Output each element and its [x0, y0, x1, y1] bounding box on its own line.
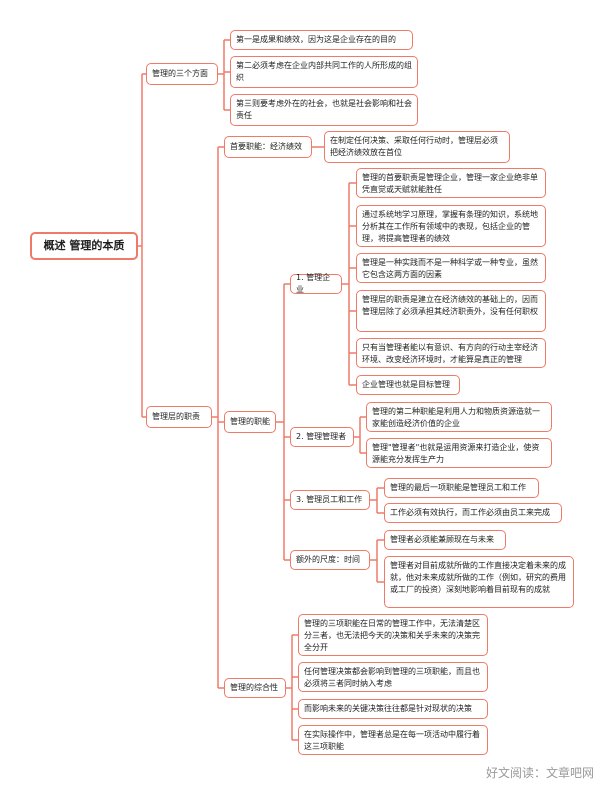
manage-business-item: 只有当管理者能以有意识、有方向的行动主宰经济环境、改变经济环境时，才能算是真正的… [356, 338, 546, 368]
primary-function-node: 首要职能：经济绩效 [224, 136, 312, 158]
time-item: 管理者对目前成就所做的工作直接决定着未来的成就，他对未来成就所做的工作（例如，研… [384, 556, 574, 608]
manager-duties-node: 管理层的职责 [146, 406, 212, 428]
integration-item: 而影响未来的关键决策往往都是针对现状的决策 [298, 699, 488, 719]
manage-business-item: 管理是一种实践而不是一种科学或一种专业，虽然它包含这两方面的因素 [356, 253, 546, 283]
time-node: 额外的尺度：时间 [290, 550, 370, 570]
integration-item: 管理的三项职能在日常的管理工作中，无法清楚区分三者，也无法把今天的决策和关乎未来… [298, 614, 488, 656]
aspect-item: 第一是成果和绩效，因为这是企业存在的目的 [230, 30, 413, 50]
manage-business-node: 1. 管理企业 [290, 273, 342, 294]
manage-workers-node: 3. 管理员工和工作 [290, 490, 370, 510]
three-aspects-node: 管理的三个方面 [146, 63, 218, 85]
manage-business-item: 管理的首要职责是管理企业，管理一家企业绝非单凭直觉或天赋就能胜任 [356, 168, 546, 198]
primary-function-detail: 在制定任何决策、采取任何行动时，管理层必须把经济绩效放在首位 [324, 131, 510, 163]
time-item: 管理者必须能兼顾现在与未来 [384, 530, 506, 550]
manage-business-item: 企业管理也就是目标管理 [356, 375, 460, 395]
integration-item: 任何管理决策都会影响到管理的三项职能，而且也必须将三者同时纳入考虑 [298, 662, 488, 692]
manage-business-item: 管理层的职责是建立在经济绩效的基础上的，因而管理层除了必须承担其经济职责外，没有… [356, 290, 546, 332]
manage-managers-item: 管理的第二种职能是利用人力和物质资源造就一家能创造经济价值的企业 [366, 402, 552, 432]
aspect-item: 第二必须考虑在企业内部共同工作的人所形成的组织 [230, 56, 418, 88]
integration-item: 在实际操作中，管理者总是在每一项活动中履行着这三项职能 [298, 725, 488, 755]
manage-business-item: 通过系统地学习原理，掌握有条理的知识，系统地分析其在工作所有领域中的表现，包括企… [356, 205, 546, 247]
watermark: 好文阅读：文章吧网 [485, 766, 594, 780]
integration-node: 管理的综合性 [224, 678, 286, 698]
root-node: 概述 管理的本质 [30, 232, 138, 260]
manage-workers-item: 管理的最后一项职能是管理员工和工作 [384, 478, 539, 498]
functions-node: 管理的职能 [224, 411, 276, 433]
manage-managers-item: 管理"管理者"也就是运用资源来打造企业，使资源能充分发挥生产力 [366, 438, 552, 468]
manage-managers-node: 2. 管理管理者 [290, 427, 354, 447]
aspect-item: 第三则要考虑外在的社会，也就是社会影响和社会责任 [230, 94, 418, 126]
manage-workers-item: 工作必须有效执行，而工作必须由员工来完成 [384, 503, 562, 523]
